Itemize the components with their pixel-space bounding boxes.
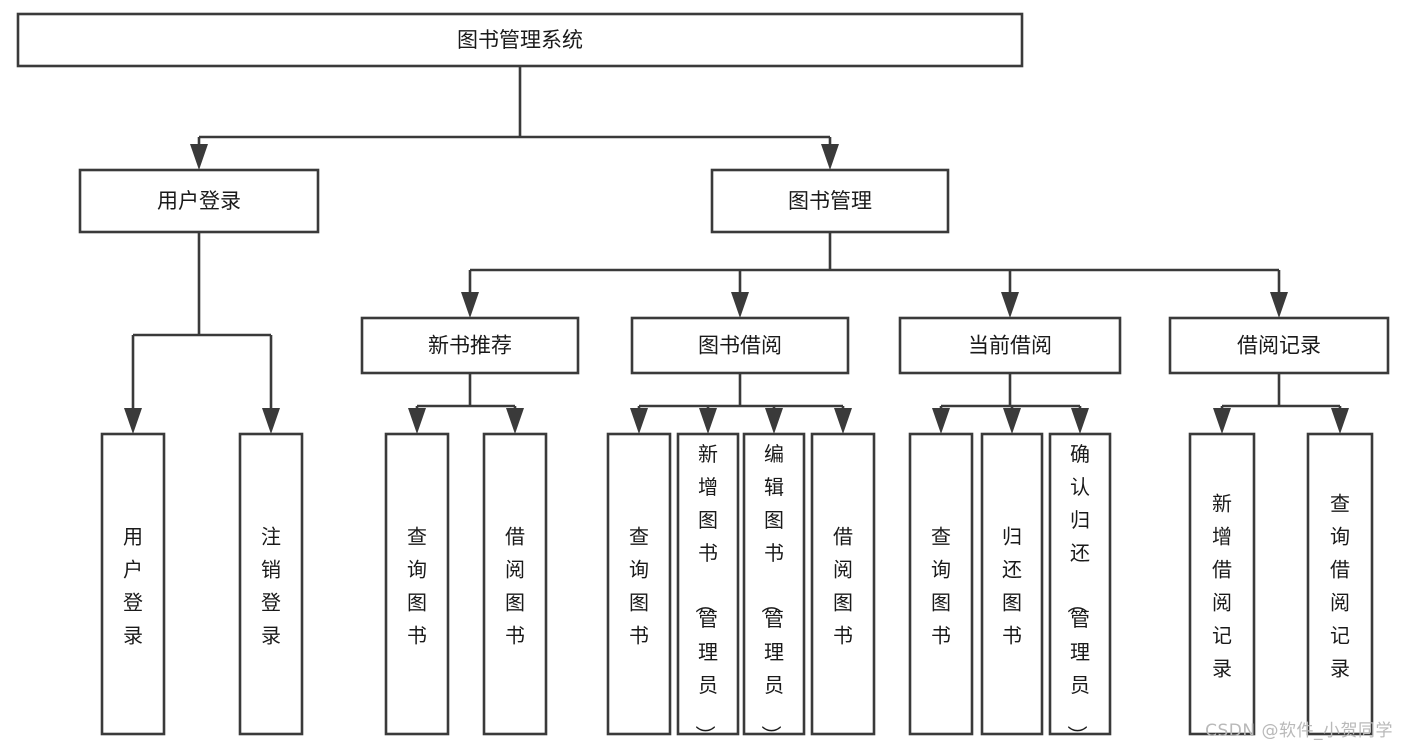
node-box <box>1306 432 1374 736</box>
node-layer: 图书管理系统用户登录图书管理新书推荐图书借阅当前借阅借阅记录用户登录注销登录查询… <box>16 12 1390 745</box>
node-label: 借阅记录 <box>1237 334 1321 358</box>
node-label: 查询图书 <box>931 525 951 648</box>
node-label: 图书管理系统 <box>457 28 583 52</box>
node-label: 新书推荐 <box>428 334 512 358</box>
node-label: 查询图书 <box>407 525 427 648</box>
node-label: 当前借阅 <box>968 334 1052 358</box>
node-box <box>676 432 740 736</box>
connector-group <box>124 232 280 434</box>
node-box <box>360 316 580 375</box>
node-book-borrow[interactable]: 图书借阅 <box>630 316 850 375</box>
node-label: 新增图书（管理员） <box>693 442 718 745</box>
node-label: 图书借阅 <box>698 334 782 358</box>
connector-group <box>932 373 1089 434</box>
node-box <box>710 168 950 234</box>
node-new-book-rec[interactable]: 新书推荐 <box>360 316 580 375</box>
connector-group <box>190 66 839 170</box>
node-label: 借阅图书 <box>505 525 525 648</box>
node-box <box>606 432 672 736</box>
node-box <box>1048 432 1112 736</box>
node-leaf-logout[interactable]: 注销登录 <box>238 432 304 736</box>
node-label: 图书管理 <box>788 189 872 213</box>
node-leaf-query-book-2[interactable]: 查询图书 <box>606 432 672 736</box>
node-box <box>1168 316 1390 375</box>
node-box <box>384 432 450 736</box>
node-box <box>908 432 974 736</box>
node-box <box>810 432 876 736</box>
node-box <box>980 432 1044 736</box>
node-label: 确认归还（管理员） <box>1065 442 1090 745</box>
connector-group <box>1213 373 1349 434</box>
node-label: 借阅图书 <box>833 525 853 648</box>
node-leaf-add-record[interactable]: 新增借阅记录 <box>1188 432 1256 736</box>
node-box <box>630 316 850 375</box>
node-label: 编辑图书（管理员） <box>759 442 784 745</box>
node-label: 用户登录 <box>123 525 143 648</box>
node-label: 注销登录 <box>261 525 281 648</box>
node-borrow-record[interactable]: 借阅记录 <box>1168 316 1390 375</box>
node-leaf-query-book-3[interactable]: 查询图书 <box>908 432 974 736</box>
node-leaf-query-book-1[interactable]: 查询图书 <box>384 432 450 736</box>
node-label: 查询图书 <box>629 525 649 648</box>
node-box <box>742 432 806 736</box>
node-leaf-edit-book[interactable]: 编辑图书（管理员） <box>742 432 806 745</box>
node-box <box>16 12 1024 68</box>
node-leaf-user-login[interactable]: 用户登录 <box>100 432 166 736</box>
node-box <box>100 432 166 736</box>
node-label: 新增借阅记录 <box>1212 492 1232 681</box>
node-box <box>238 432 304 736</box>
connector-layer <box>124 66 1349 434</box>
node-leaf-borrow-book-2[interactable]: 借阅图书 <box>810 432 876 736</box>
node-leaf-return-book[interactable]: 归还图书 <box>980 432 1044 736</box>
node-box <box>1188 432 1256 736</box>
node-box <box>482 432 548 736</box>
node-user-login[interactable]: 用户登录 <box>78 168 320 234</box>
node-box <box>78 168 320 234</box>
node-label: 归还图书 <box>1002 525 1022 648</box>
node-current-borrow[interactable]: 当前借阅 <box>898 316 1122 375</box>
node-label: 用户登录 <box>157 189 241 213</box>
node-leaf-confirm-return[interactable]: 确认归还（管理员） <box>1048 432 1112 745</box>
connector-group <box>630 373 852 434</box>
connector-group <box>408 373 524 434</box>
node-leaf-add-book[interactable]: 新增图书（管理员） <box>676 432 740 745</box>
node-leaf-query-record[interactable]: 查询借阅记录 <box>1306 432 1374 736</box>
node-book-manage[interactable]: 图书管理 <box>710 168 950 234</box>
connector-group <box>461 232 1288 318</box>
node-leaf-borrow-book-1[interactable]: 借阅图书 <box>482 432 548 736</box>
node-root[interactable]: 图书管理系统 <box>16 12 1024 68</box>
node-box <box>898 316 1122 375</box>
node-label: 查询借阅记录 <box>1330 492 1350 681</box>
watermark-label: CSDN @软件_小贺同学 <box>1205 721 1393 741</box>
